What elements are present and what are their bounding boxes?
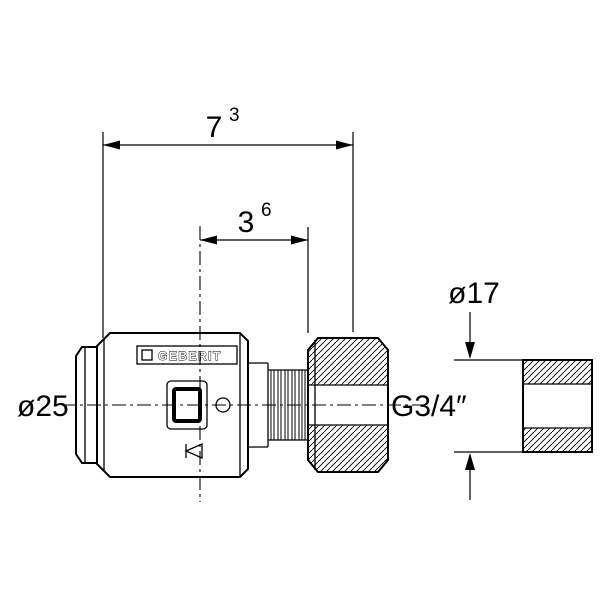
pipe-diameter-label: ø17 xyxy=(448,277,500,310)
flow-symbol-triangle xyxy=(184,443,203,459)
pipe-cross-section xyxy=(522,359,593,453)
left-diameter-label: ø25 xyxy=(17,390,69,423)
dimension-arrow-down-icon xyxy=(465,342,475,359)
brand-plate-frame xyxy=(136,345,238,365)
pipe-wall-hatch-top xyxy=(523,360,592,384)
dimension-arrow-up-icon xyxy=(465,453,475,470)
thread-label: G3/4″ xyxy=(391,390,467,423)
partial-dimension-sup: 6 xyxy=(261,200,272,221)
pipe-diameter-dimension: ø17 xyxy=(448,277,523,500)
nut-hatch-top xyxy=(308,338,388,385)
dimension-arrow-right-icon xyxy=(336,140,353,150)
overall-dimension: 7 3 xyxy=(102,105,354,338)
brand-logo-icon xyxy=(141,349,153,361)
dimension-arrow-left-icon xyxy=(103,140,120,150)
partial-dimension-value: 3 xyxy=(238,206,255,239)
brand-label: GEBERIT xyxy=(158,349,222,363)
overall-dimension-value: 7 xyxy=(206,111,223,144)
nut-hatch-bottom xyxy=(308,425,388,472)
dimension-arrow-right-icon xyxy=(291,235,308,245)
overall-dimension-sup: 3 xyxy=(229,105,240,126)
partial-dimension: 3 6 xyxy=(200,200,309,333)
pipe-wall-hatch-bottom xyxy=(523,428,592,452)
brand-plate: GEBERIT xyxy=(136,345,238,365)
dimension-arrow-left-icon xyxy=(200,235,217,245)
flow-direction-icon xyxy=(184,443,203,459)
